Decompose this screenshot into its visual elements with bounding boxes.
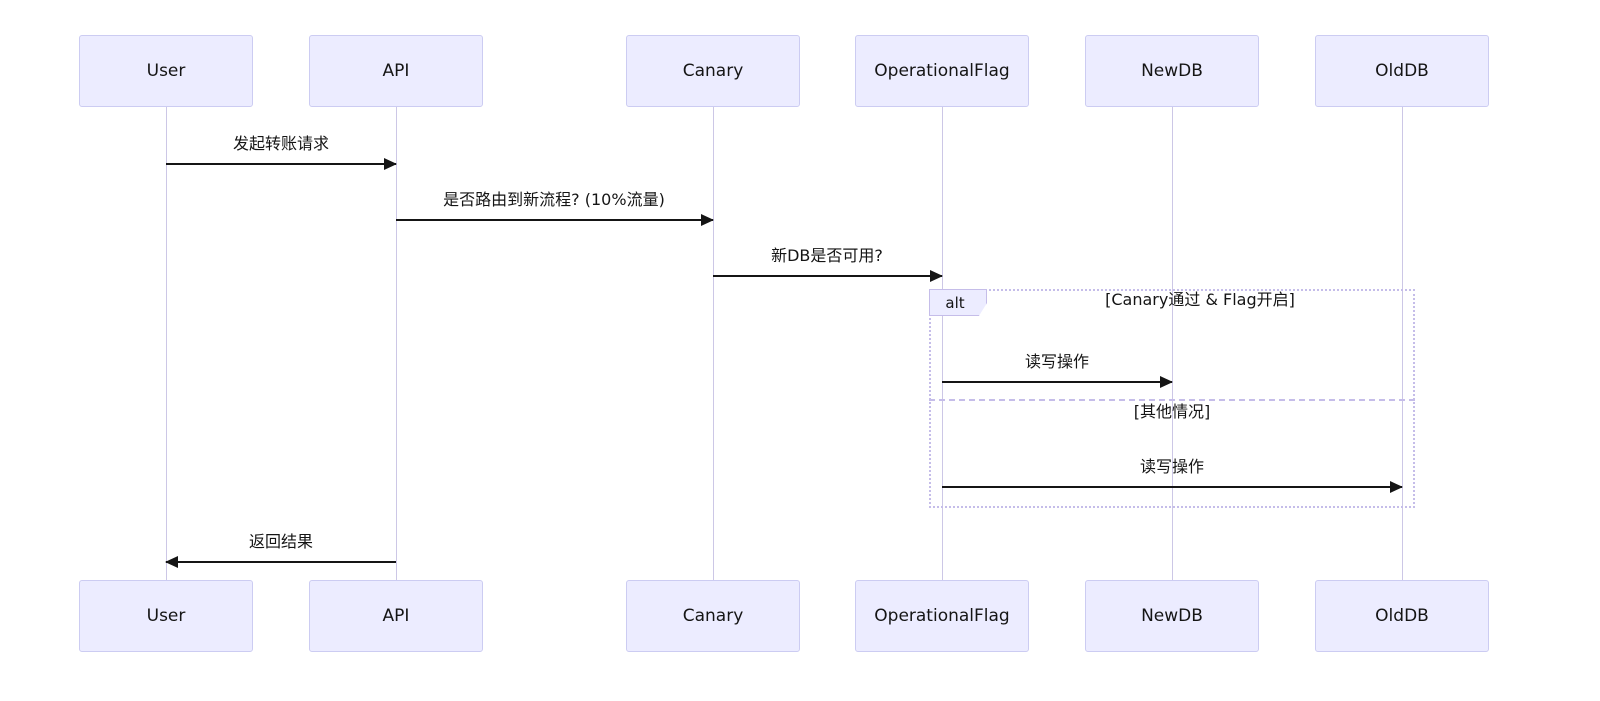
lifeline-canary — [713, 107, 714, 580]
actor-olddb-bottom: OldDB — [1315, 580, 1489, 652]
message-4-arrow — [942, 376, 1173, 388]
actor-newdb-label: NewDB — [1141, 61, 1203, 81]
lifeline-olddb — [1402, 107, 1403, 580]
alt-operator-tab: alt — [929, 289, 987, 316]
message-1-arrow — [166, 158, 397, 170]
arrowhead-right-icon — [1390, 481, 1403, 493]
actor-newdb-top: NewDB — [1085, 35, 1259, 107]
lifeline-operationalflag — [942, 107, 943, 580]
message-5-arrow — [942, 481, 1403, 493]
alt-frame — [929, 289, 1415, 508]
actor-api-bottom: API — [309, 580, 483, 652]
actor-canary-label: Canary — [682, 61, 744, 81]
arrowhead-right-icon — [930, 270, 943, 282]
actor-newdb-bottom: NewDB — [1085, 580, 1259, 652]
actor-api-label: API — [382, 61, 410, 81]
message-1-label: 发起转账请求 — [232, 134, 330, 153]
lifeline-user — [166, 107, 167, 580]
actor-olddb-label: OldDB — [1375, 61, 1429, 81]
actor-user-label: User — [146, 61, 186, 81]
actor-user-bottom: User — [79, 580, 253, 652]
actor-user-label: User — [146, 606, 186, 626]
message-3-arrow — [713, 270, 943, 282]
actor-olddb-label: OldDB — [1375, 606, 1429, 626]
message-4-label: 读写操作 — [1024, 352, 1090, 371]
message-5-label: 读写操作 — [1139, 457, 1205, 476]
actor-newdb-label: NewDB — [1141, 606, 1203, 626]
arrowhead-right-icon — [1160, 376, 1173, 388]
message-6-arrow — [165, 556, 396, 568]
actor-api-label: API — [382, 606, 410, 626]
lifeline-api — [396, 107, 397, 580]
alt-if-condition: [Canary通过 & Flag开启] — [1105, 290, 1295, 309]
message-6-label: 返回结果 — [248, 532, 314, 551]
alt-else-condition: [其他情况] — [1133, 402, 1211, 421]
arrowhead-right-icon — [701, 214, 714, 226]
actor-canary-bottom: Canary — [626, 580, 800, 652]
actor-operationalflag-top: OperationalFlag — [855, 35, 1029, 107]
actor-canary-label: Canary — [682, 606, 744, 626]
alt-operator-label: alt — [945, 293, 965, 312]
arrowhead-left-icon — [165, 556, 178, 568]
lifeline-newdb — [1172, 107, 1173, 580]
arrowhead-right-icon — [384, 158, 397, 170]
actor-api-top: API — [309, 35, 483, 107]
actor-operationalflag-bottom: OperationalFlag — [855, 580, 1029, 652]
actor-user-top: User — [79, 35, 253, 107]
actor-canary-top: Canary — [626, 35, 800, 107]
message-3-label: 新DB是否可用? — [771, 246, 883, 265]
message-2-arrow — [396, 214, 714, 226]
alt-else-divider — [929, 399, 1415, 401]
actor-olddb-top: OldDB — [1315, 35, 1489, 107]
actor-operationalflag-label: OperationalFlag — [874, 606, 1010, 626]
message-2-label: 是否路由到新流程? (10%流量) — [443, 190, 665, 209]
actor-operationalflag-label: OperationalFlag — [874, 61, 1010, 81]
